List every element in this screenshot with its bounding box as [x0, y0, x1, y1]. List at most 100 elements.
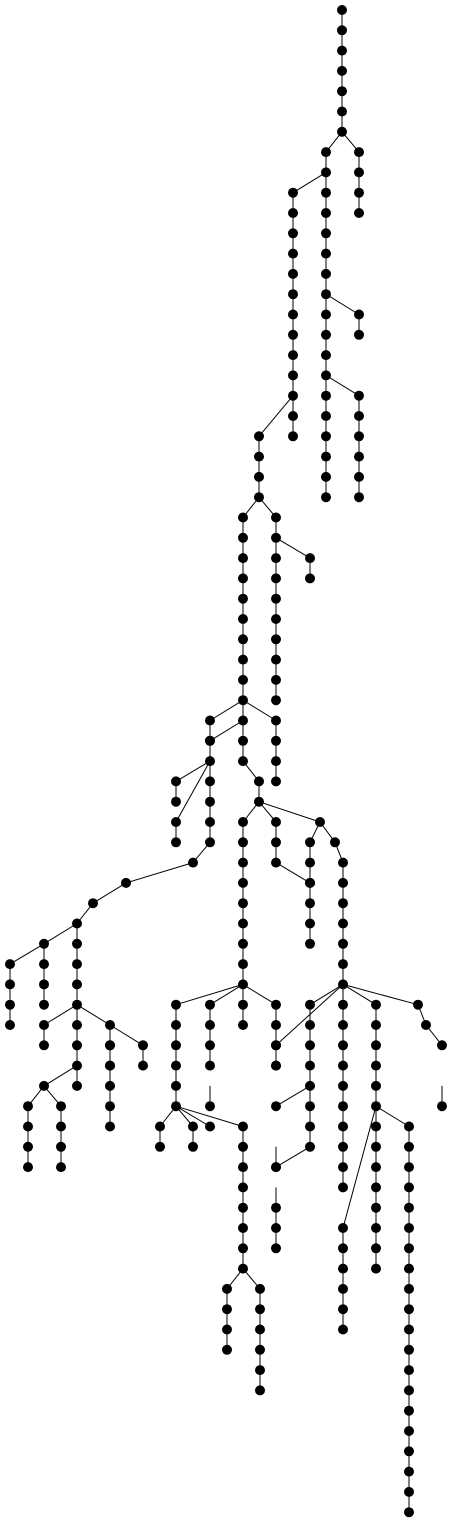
- tree-node-123: [5, 979, 15, 990]
- tree-node-0: [337, 5, 347, 15]
- tree-node-160: [205, 1040, 215, 1051]
- tree-node-245: [338, 1020, 348, 1030]
- tree-node-206: [404, 1121, 414, 1132]
- tree-node-83: [205, 735, 215, 746]
- tree-node-46: [321, 471, 331, 482]
- tree-node-191: [255, 1385, 265, 1396]
- tree-edge-193: [242, 983, 277, 1006]
- tree-node-179: [238, 1223, 248, 1233]
- tree-node-225: [404, 1507, 414, 1518]
- tree-node-97: [238, 817, 248, 827]
- tree-node-38: [354, 431, 364, 442]
- tree-node-86: [171, 796, 181, 807]
- tree-node-137: [72, 1060, 82, 1071]
- tree-node-56: [305, 553, 315, 564]
- tree-edge-75: [209, 699, 244, 721]
- tree-node-192: [238, 999, 248, 1010]
- tree-node-263: [305, 1141, 315, 1152]
- tree-node-16: [288, 248, 298, 259]
- tree-edge-132: [43, 1004, 78, 1026]
- tree-edge-147: [76, 1004, 111, 1026]
- tree-node-18: [288, 289, 298, 300]
- tree-node-259: [271, 1101, 281, 1112]
- tree-node-162: [171, 999, 181, 1010]
- tree-node-82: [238, 715, 248, 726]
- tree-node-212: [404, 1243, 414, 1254]
- tree-node-205: [371, 1101, 381, 1112]
- tree-node-88: [205, 796, 215, 807]
- tree-node-183: [222, 1304, 232, 1315]
- tree-node-23: [288, 390, 298, 401]
- tree-node-170: [188, 1121, 198, 1132]
- tree-node-74: [238, 674, 248, 685]
- tree-node-126: [39, 959, 49, 970]
- tree-node-164: [171, 1040, 181, 1051]
- tree-node-81: [271, 776, 281, 787]
- tree-node-63: [271, 654, 281, 665]
- tree-node-155: [105, 1080, 115, 1091]
- tree-node-211: [404, 1223, 414, 1233]
- tree-node-91: [171, 817, 181, 827]
- tree-node-178: [238, 1202, 248, 1213]
- tree-node-152: [138, 1060, 148, 1071]
- tree-node-186: [255, 1283, 265, 1294]
- tree-node-252: [338, 1162, 348, 1173]
- tree-node-154: [105, 1060, 115, 1071]
- tree-edge-55: [275, 537, 311, 559]
- tree-node-241: [421, 1020, 431, 1030]
- tree-node-35: [321, 370, 331, 381]
- tree-node-158: [205, 999, 215, 1010]
- tree-node-139: [23, 1101, 33, 1112]
- tree-node-256: [305, 1040, 315, 1051]
- tree-node-208: [404, 1162, 414, 1173]
- tree-node-106: [271, 817, 281, 827]
- tree-node-181: [238, 1263, 248, 1274]
- tree-node-84: [205, 756, 215, 767]
- tree-node-189: [255, 1344, 265, 1355]
- tree-node-248: [338, 1080, 348, 1091]
- tree-node-143: [56, 1101, 66, 1112]
- tree-node-240: [413, 999, 423, 1010]
- tree-node-175: [238, 1141, 248, 1152]
- tree-node-185: [222, 1344, 232, 1355]
- tree-edge-49: [258, 395, 294, 437]
- tree-node-135: [72, 1020, 82, 1030]
- tree-edge-120: [43, 923, 78, 945]
- tree-node-61: [271, 614, 281, 624]
- tree-edge-205: [375, 1105, 410, 1127]
- tree-node-275: [305, 938, 315, 949]
- tree-node-180: [238, 1243, 248, 1254]
- tree-node-244: [338, 999, 348, 1010]
- tree-node-133: [39, 1020, 49, 1030]
- tree-node-266: [271, 1223, 281, 1233]
- tree-node-2: [337, 45, 347, 56]
- tree-node-92: [171, 837, 181, 848]
- tree-node-30: [354, 309, 364, 320]
- tree-node-151: [138, 1040, 148, 1051]
- tree-edge-109: [258, 801, 321, 823]
- tree-node-261: [305, 1101, 315, 1112]
- tree-node-249: [338, 1101, 348, 1112]
- tree-node-269: [271, 1060, 281, 1071]
- tree-node-65: [271, 695, 281, 706]
- tree-node-80: [271, 756, 281, 767]
- tree-node-22: [288, 370, 298, 381]
- tree-node-78: [271, 715, 281, 726]
- tree-node-247: [338, 1060, 348, 1071]
- tree-node-159: [205, 1020, 215, 1030]
- tree-node-204: [371, 1080, 381, 1091]
- tree-node-265: [271, 1202, 281, 1213]
- tree-node-33: [321, 329, 331, 340]
- tree-node-136: [72, 1040, 82, 1051]
- tree-node-267: [271, 1243, 281, 1254]
- tree-node-172: [205, 1121, 215, 1132]
- tree-node-17: [288, 268, 298, 279]
- tree-edge-108: [275, 862, 311, 884]
- tree-node-99: [238, 857, 248, 868]
- tree-node-68: [238, 553, 248, 564]
- tree-edge-233: [342, 1106, 377, 1229]
- tree-node-217: [404, 1344, 414, 1355]
- tree-node-113: [338, 877, 348, 888]
- tree-node-147: [72, 1080, 82, 1091]
- tree-node-69: [238, 573, 248, 584]
